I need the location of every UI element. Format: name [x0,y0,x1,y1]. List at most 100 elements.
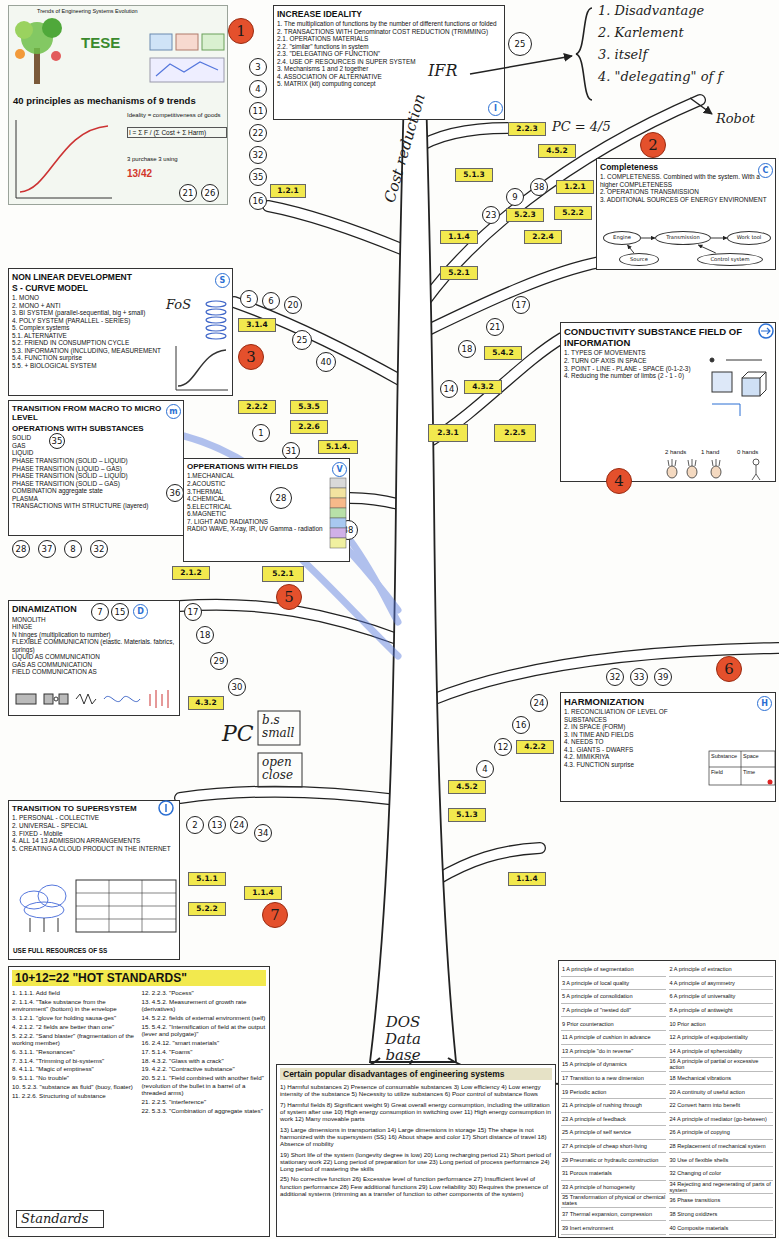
standard-tag: 3.1.4 [238,318,276,332]
box-heading: TRANSITION TO SUPERSYSTEM [12,804,176,813]
principle-cell: 5 A principle of consolidation [561,990,666,1004]
node-label: 5.1.1 [196,875,217,883]
node-label: 2 [648,138,658,153]
box-heading: OPERATIONS WITH SUBSTANCES [12,424,180,433]
node-label: 11 [253,107,264,116]
box-item: 15. 5.4.2. "Intensification of field at … [142,1023,267,1038]
principle-number: 2 [186,816,204,834]
node-label: 38 [343,526,354,535]
principle-cell: 9 Prior counteraction [561,1017,666,1031]
node-label: m [169,408,177,416]
node-label: D [137,608,144,616]
standard-tag: 2.2.5 [494,424,536,442]
node-label: 28 [276,494,287,503]
principle-number: 29 [210,652,228,670]
box-item: 9. 5.1.1. "No trouble" [12,1074,137,1081]
box-item: 7. 3.1.4. "Trimming of bi-systems" [12,1057,137,1064]
node-label: 5.2.1 [448,269,469,277]
principle-cell: 27 A principle of cheap short-living [561,1140,666,1154]
node-label: 3 [246,350,256,365]
standard-tag: 5.1.4. [318,440,358,454]
node-label: I [494,105,497,113]
principle-cell: 12 A principle of equipotentiality [669,1031,774,1045]
box-item: 2 hands [665,449,699,456]
principle-number: 15 [111,603,129,621]
standard-tag: 1.2.1 [270,184,306,198]
principle-cell: 25 A principle of self service [561,1126,666,1140]
box-item: 5.2. FRIEND IN CONSUMPTION CYCLE [12,339,164,347]
node-label: 40 [321,358,332,367]
handwritten-note: 2. Karlement [598,26,774,40]
principle-cell: 7 A principle of "nested doll" [561,1004,666,1018]
box-heading: S - CURVE MODEL [12,283,229,293]
box-item: 1) Harmful substances 2) Presence of con… [280,1083,552,1098]
trend-box: Completeness1. COMPLETENESS. Combined wi… [596,158,776,270]
node-label: 31 [286,447,297,456]
node-label: 1 [258,429,263,438]
node-label: 5.4.2 [492,349,513,357]
principle-number: 32 [90,540,108,558]
box-item: GAS [12,442,180,450]
node-label: 5.2.2 [196,905,217,913]
box-item: 1. MONO [12,294,164,302]
box-item: FIELD COMMUNICATION AS [12,668,176,676]
node-label: 1.1.4 [516,875,537,883]
box-item: PHASE TRANSITION (SOLID – GAS) [12,480,180,488]
principle-cell: 23 A principle of feedback [561,1113,666,1127]
box-item: 2. 1.1.4. "Take substance from the envir… [12,998,137,1013]
standard-tag: 4.3.2 [188,696,224,710]
node-label: 16 [253,197,264,206]
principle-cell: 26 A principle of copying [669,1126,774,1140]
node-label: 39 [658,673,669,682]
principle-cell: 14 A principle of spheroidality [669,1045,774,1059]
blue-swoosh [184,436,398,656]
box-item: 5.1. ALTERNATIVE [12,332,164,340]
box-item: 3. POINT - LINE - PLANE - SPACE (0-1-2-3… [564,365,704,373]
principle-number: 8 [64,540,82,558]
box-item: 19. 4.2.2. "Contractive substance" [142,1065,267,1072]
node-label: 7 [270,908,280,923]
node-label: 33 [634,673,645,682]
handwritten-note: PC = 4/5 [552,120,622,134]
box-item: 4.2. MIMIKRIYA [564,753,704,761]
principle-number: 33 [630,668,648,686]
node-label: 4.5.2 [546,147,567,155]
principle-number: 24 [230,816,248,834]
node-label: 1.1.4 [448,233,469,241]
box-item: Space [743,753,774,759]
principle-number: 18 [458,340,476,358]
box-item: 3. IN TIME AND FIELDS [564,731,704,739]
branch-fill [180,791,398,800]
principle-number: 18 [196,626,214,644]
principle-cell: 2 A principle of extraction [669,963,774,977]
box-item: SOLID [12,434,180,442]
box-item: 5. CREATING A CLOUD PRODUCT IN THE INTER… [12,845,176,853]
box-item: 1.MECHANICAL [187,472,327,480]
trend-box: 10+12=22 "HOT STANDARDS"1. 1.1.1. Add fi… [8,966,270,1237]
box-item: 5. 2.2.2. "Sand blaster" (fragmentation … [12,1032,137,1047]
system-part-oval: Source [619,253,659,266]
principle-number: 39 [654,668,672,686]
box-item: 20. 5.2.1. "Field combined with another … [142,1074,267,1096]
box-heading: CONDUCTIVITY SUBSTANCE FIELD OF INFORMAT… [564,326,772,348]
box-item: 13/42 [127,168,171,180]
branch-outline [180,791,398,800]
node-label: 8 [70,545,75,554]
principle-number: 7 [91,603,109,621]
principle-cell: 28 Replacement of mechanical system [669,1140,774,1154]
principle-number: 32 [249,146,267,164]
principle-number: 12 [494,738,512,756]
blue-swoosh [184,436,398,610]
box-item: 1. TYPES OF MOVEMENTS [564,349,704,357]
principle-number: 28 [270,487,292,509]
box-item: Trends of Engineering Systems Evolution [37,8,217,14]
box-item: 5.5. + BIOLOGICAL SYSTEM [12,362,164,370]
trend-symbol: C [758,163,773,178]
box-item: 2. TURN OF AXIS IN SPACE [564,357,704,365]
principle-cell: 3 A principle of local quality [561,977,666,991]
principle-cell: 17 Transition to a new dimension [561,1072,666,1086]
standard-tag: 4.5.2 [538,144,576,158]
box-item: 1. The multiplication of functions by th… [277,20,501,28]
branch-outline [180,100,778,880]
principle-number: 17 [512,296,530,314]
